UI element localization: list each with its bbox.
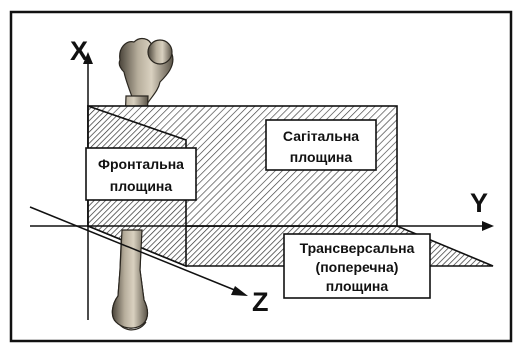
sagittal-label-line1: Сагітальна — [283, 128, 359, 144]
transverse-plane-label: Трансверсальна (поперечна) площина — [284, 234, 430, 298]
x-axis-label: X — [70, 36, 88, 66]
sagittal-plane-label: Сагітальна площина — [266, 120, 376, 170]
transverse-label-line1: Трансверсальна — [300, 240, 415, 256]
transverse-label-line2: (поперечна) — [316, 259, 399, 275]
frontal-plane-label: Фронтальна площина — [86, 148, 196, 200]
frontal-label-line2: площина — [110, 178, 173, 194]
sagittal-label-line2: площина — [290, 149, 353, 165]
frontal-label-line1: Фронтальна — [98, 156, 184, 172]
z-axis-label: Z — [252, 287, 269, 317]
transverse-label-line3: площина — [326, 278, 389, 294]
y-axis-label: Y — [470, 188, 488, 218]
